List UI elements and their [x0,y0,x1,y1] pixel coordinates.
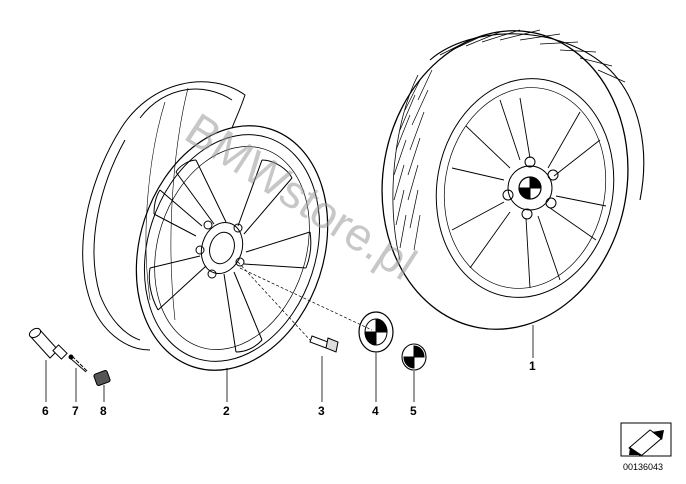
callout-1: 1 [529,359,536,373]
valve-cap-illustration [93,370,111,386]
reference-box: 00136043 [620,422,672,472]
callout-2: 2 [223,404,230,418]
valve-insert-illustration [68,354,88,373]
explode-lines [237,261,373,341]
callout-7: 7 [72,404,79,418]
callout-8: 8 [100,404,107,418]
callout-4: 4 [372,404,379,418]
reference-code: 00136043 [623,462,663,472]
emblem-illustration [401,343,427,371]
valve-illustration [28,327,68,360]
arrow-navigation-icon [628,429,664,457]
callout-6: 6 [42,404,49,418]
rim-illustration [82,81,329,371]
callout-3: 3 [318,404,325,418]
wheel-bolt-illustration [309,335,339,353]
callout-leaders [45,325,534,402]
tire-wheel-illustration [381,29,645,330]
hub-cap-illustration [358,311,394,353]
callout-5: 5 [410,404,417,418]
